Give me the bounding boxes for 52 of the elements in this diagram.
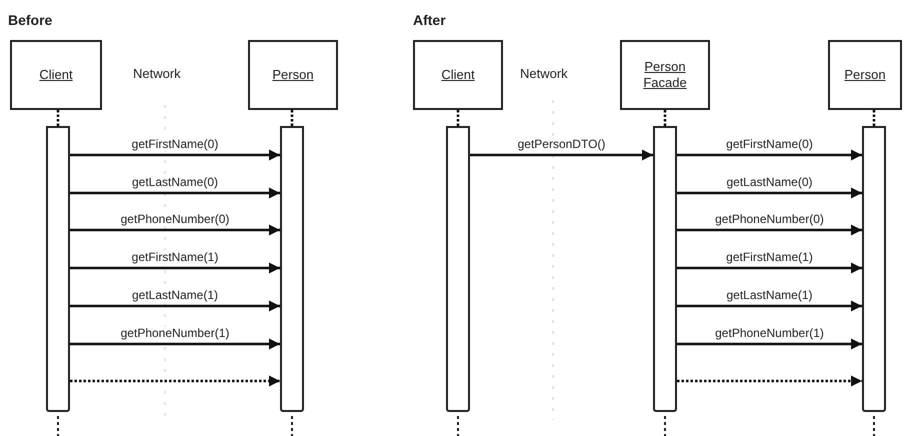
message-label: getLastName(1) <box>724 288 815 302</box>
message-arrow <box>70 338 280 350</box>
activation-bar <box>653 126 677 412</box>
object-name: Client <box>39 66 73 84</box>
message-arrow <box>677 188 862 198</box>
message-label: getLastName(0) <box>724 175 815 189</box>
message-arrow <box>70 376 280 386</box>
message-arrow <box>70 224 280 236</box>
lifeline-segment <box>56 110 60 126</box>
lifeline-segment <box>664 110 666 126</box>
lifeline-segment <box>872 110 876 126</box>
section-title: Before <box>8 12 52 28</box>
message-label: getFirstName(1) <box>130 250 220 264</box>
message-arrow <box>677 262 862 274</box>
lifeline-segment <box>456 110 460 126</box>
activation-bar <box>446 126 470 412</box>
object-box <box>620 40 710 110</box>
object-box <box>413 40 503 110</box>
message-arrow <box>677 150 862 160</box>
message-arrow <box>70 262 280 274</box>
message-label: getPhoneNumber(0) <box>713 212 826 226</box>
message-arrow <box>70 188 280 198</box>
lifeline-segment <box>290 110 294 126</box>
activation-bar <box>46 126 70 412</box>
message-arrow <box>70 300 280 312</box>
message-label: getPhoneNumber(1) <box>118 326 232 340</box>
message-label: getFirstName(0) <box>724 137 815 151</box>
activation-bar <box>280 126 304 412</box>
message-arrow <box>677 338 862 350</box>
message-arrow <box>70 150 280 160</box>
object-name: Person <box>844 66 886 84</box>
object-name: Person Facade <box>642 58 688 92</box>
message-arrow <box>677 224 862 236</box>
object-box <box>248 40 338 110</box>
tier-label: Network <box>520 66 568 81</box>
message-label: getLastName(0) <box>130 175 220 189</box>
object-name: Client <box>441 66 475 84</box>
message-arrow <box>677 376 862 386</box>
message-label: getLastName(1) <box>130 288 220 302</box>
object-box <box>10 40 102 110</box>
message-label: getPhoneNumber(0) <box>118 212 232 226</box>
message-arrow <box>470 150 653 160</box>
activation-bar <box>862 126 886 412</box>
message-label: getPersonDTO() <box>516 137 608 151</box>
message-label: getFirstName(1) <box>724 250 815 264</box>
object-name: Person <box>272 66 314 84</box>
message-arrow <box>677 300 862 312</box>
object-box <box>828 40 902 110</box>
message-label: getFirstName(0) <box>130 137 220 151</box>
message-label: getPhoneNumber(1) <box>713 326 826 340</box>
section-title: After <box>413 12 446 28</box>
tier-label: Network <box>133 66 181 81</box>
